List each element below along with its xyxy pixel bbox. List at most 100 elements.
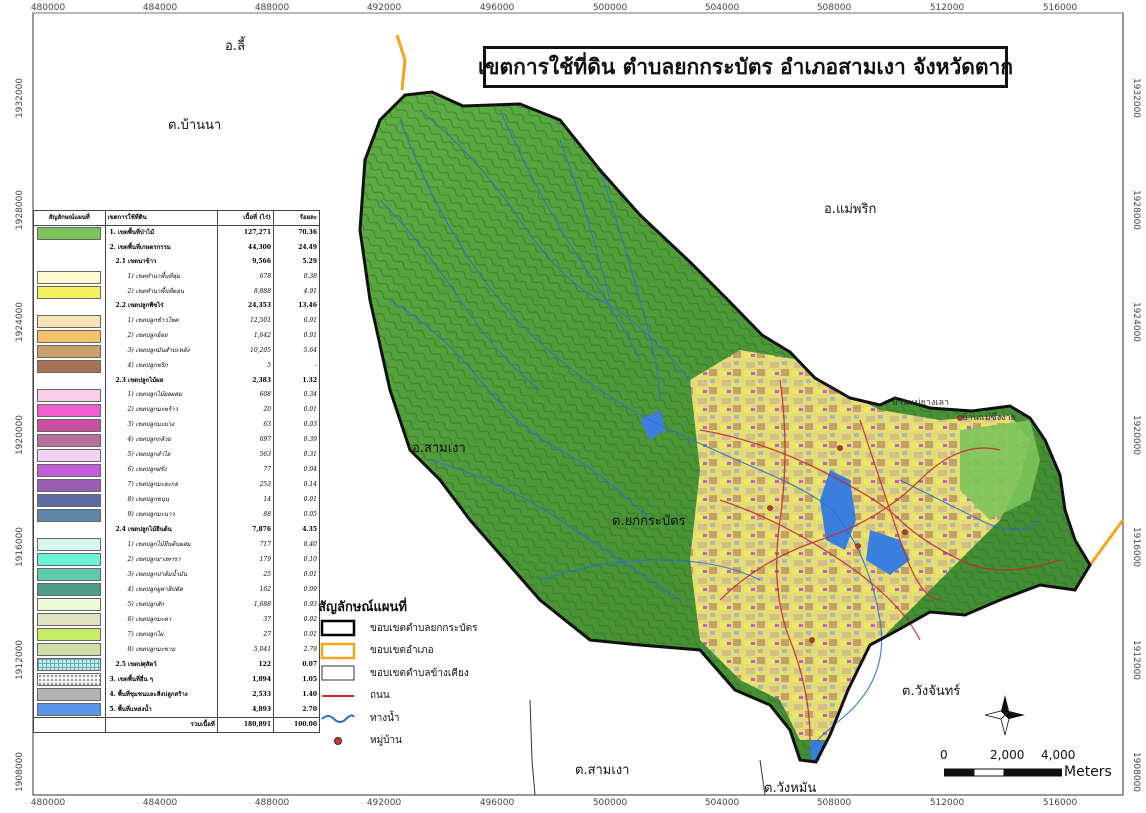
landuse-percent-cell: 0.31: [273, 448, 320, 464]
landuse-percent-cell: 0.38: [273, 269, 320, 285]
place-label-wang-man: ต.วังหมัน: [764, 781, 816, 796]
x-tick-top: 484000: [143, 3, 178, 13]
y-tick-left: 1928000: [15, 190, 25, 230]
landuse-area-cell: 10,205: [216, 343, 275, 359]
waterway-icon: [318, 708, 358, 728]
scale-label: 0: [940, 748, 948, 762]
adjacent-boundary-icon: [318, 663, 358, 683]
subdistrict-boundary-icon: [318, 618, 358, 638]
landuse-name-cell: 8) เขตปลูกมะขาม: [104, 642, 218, 658]
village-icon: [318, 731, 358, 751]
landuse-percent-cell: 0.01: [273, 627, 320, 643]
landuse-percent-cell: 1.32: [273, 373, 320, 389]
landuse-symbol-cell: [33, 225, 106, 241]
landuse-area-cell: 88: [216, 508, 275, 524]
landuse-symbol-cell: [33, 328, 106, 344]
col-symbol-header: สัญลักษณ์แผนที่: [33, 210, 106, 226]
landuse-name-cell: 2.5 เขตปศุสัตว์: [104, 657, 218, 673]
legend-label: ขอบเขตตำบลยกกระบัตร: [370, 622, 478, 634]
landuse-swatch: [37, 613, 102, 627]
landuse-symbol-cell: [33, 642, 106, 658]
district-boundary: [395, 34, 1125, 566]
landuse-swatch: [37, 227, 102, 240]
landuse-area-cell: 608: [216, 388, 275, 404]
landuse-name-cell: 4) เขตปลูกกล้วย: [104, 433, 218, 449]
landuse-name-cell: 1. เขตพื้นที่ป่าไม้: [104, 225, 218, 241]
tambon-boundary: [358, 90, 1092, 764]
landuse-symbol-cell: [33, 612, 106, 628]
landuse-swatch: [37, 314, 102, 328]
legend-item-waterway: ทางน้ำ: [318, 707, 548, 730]
landuse-area-cell: 253: [216, 478, 275, 494]
landuse-percent-cell: 6.91: [273, 313, 320, 329]
legend-item-adjacent-boundary: ขอบเขตตำบลข้างเคียง: [318, 662, 548, 685]
landuse-swatch: [37, 583, 102, 597]
total-area: 180,891: [216, 717, 275, 733]
landuse-name-cell: 2.4 เขตปลูกไม้ยืนต้น: [104, 523, 218, 538]
landuse-swatch: [37, 464, 102, 478]
total-label: รวมเนื้อที่: [104, 717, 218, 733]
col-name-header: เขตการใช้ที่ดิน: [104, 210, 218, 226]
landuse-area-cell: 2,533: [216, 687, 275, 703]
landuse-symbol-cell: [33, 493, 106, 509]
landuse-name-cell: 7) เขตปลูกมะละกอ: [104, 478, 218, 494]
landuse-area-cell: 44,300: [216, 241, 275, 256]
landuse-percent-cell: 13.46: [273, 299, 320, 314]
legend-label: หมู่บ้าน: [370, 735, 402, 747]
landuse-name-cell: 2) เขตทำนาพื้นที่ดอน: [104, 284, 218, 300]
landuse-percent-cell: 0.05: [273, 508, 320, 524]
landuse-name-cell: 9) เขตปลูกมะนาว: [104, 508, 218, 524]
y-tick-left: 1912000: [15, 640, 25, 680]
col-area-header: เนื้อที่ (ไร่): [216, 210, 275, 226]
scale-label: 4,000: [1041, 748, 1076, 762]
landuse-percent-cell: 0.07: [273, 657, 320, 673]
landuse-area-cell: 127,271: [216, 225, 275, 241]
scale-units: Meters: [1064, 764, 1112, 780]
landuse-area-cell: 5,041: [216, 642, 275, 658]
landuse-swatch: [37, 449, 102, 463]
landuse-area-cell: 717: [216, 537, 275, 553]
landuse-name-cell: 6) เขตปลูกฝรั่ง: [104, 463, 218, 479]
landuse-percent-cell: 0.02: [273, 612, 320, 628]
north-arrow-icon: [984, 695, 1025, 736]
legend-label: ทางน้ำ: [370, 712, 400, 724]
landuse-area-cell: 27: [216, 627, 275, 643]
landuse-percent-cell: 0.91: [273, 328, 320, 344]
landuse-symbol-cell: [33, 478, 106, 494]
x-axis-bottom: 480000 484000 488000 492000 496000 50000…: [31, 798, 1078, 808]
landuse-swatch: [37, 703, 102, 717]
landuse-area-cell: 37: [216, 612, 275, 628]
y-tick-right: 1916000: [1131, 527, 1141, 567]
landuse-swatch: [37, 673, 102, 687]
landuse-name-cell: 2.1 เขตนาข้าว: [104, 255, 218, 270]
landuse-percent-cell: 0.34: [273, 388, 320, 404]
legend-item-road: ถนน: [318, 685, 548, 708]
landuse-percent-cell: 0.04: [273, 463, 320, 479]
landuse-area-cell: 697: [216, 433, 275, 449]
landuse-name-cell: 3) เขตปลูกปาล์มน้ำมัน: [104, 567, 218, 583]
x-tick-bottom: 504000: [705, 798, 740, 808]
y-tick-left: 1924000: [15, 302, 25, 342]
landuse-swatch: [37, 404, 102, 418]
landuse-area-cell: 122: [216, 657, 275, 673]
scale-bar: 0 2,000 4,000 Meters: [940, 748, 1120, 790]
landuse-percent-cell: 5.64: [273, 343, 320, 359]
x-tick-top: 508000: [817, 3, 852, 13]
landuse-area-cell: 1,642: [216, 328, 275, 344]
landuse-table: สัญลักษณ์แผนที่ เขตการใช้ที่ดิน เนื้อที่…: [33, 210, 320, 733]
landuse-symbol-cell: [33, 463, 106, 479]
landuse-swatch: [37, 509, 102, 523]
symbol-legend: สัญลักษณ์แผนที่ ขอบเขตตำบลยกกระบัตร ขอบเ…: [318, 596, 548, 752]
y-tick-left: 1908000: [15, 752, 25, 792]
landuse-name-cell: 2) เขตปลูกมะพร้าว: [104, 403, 218, 419]
